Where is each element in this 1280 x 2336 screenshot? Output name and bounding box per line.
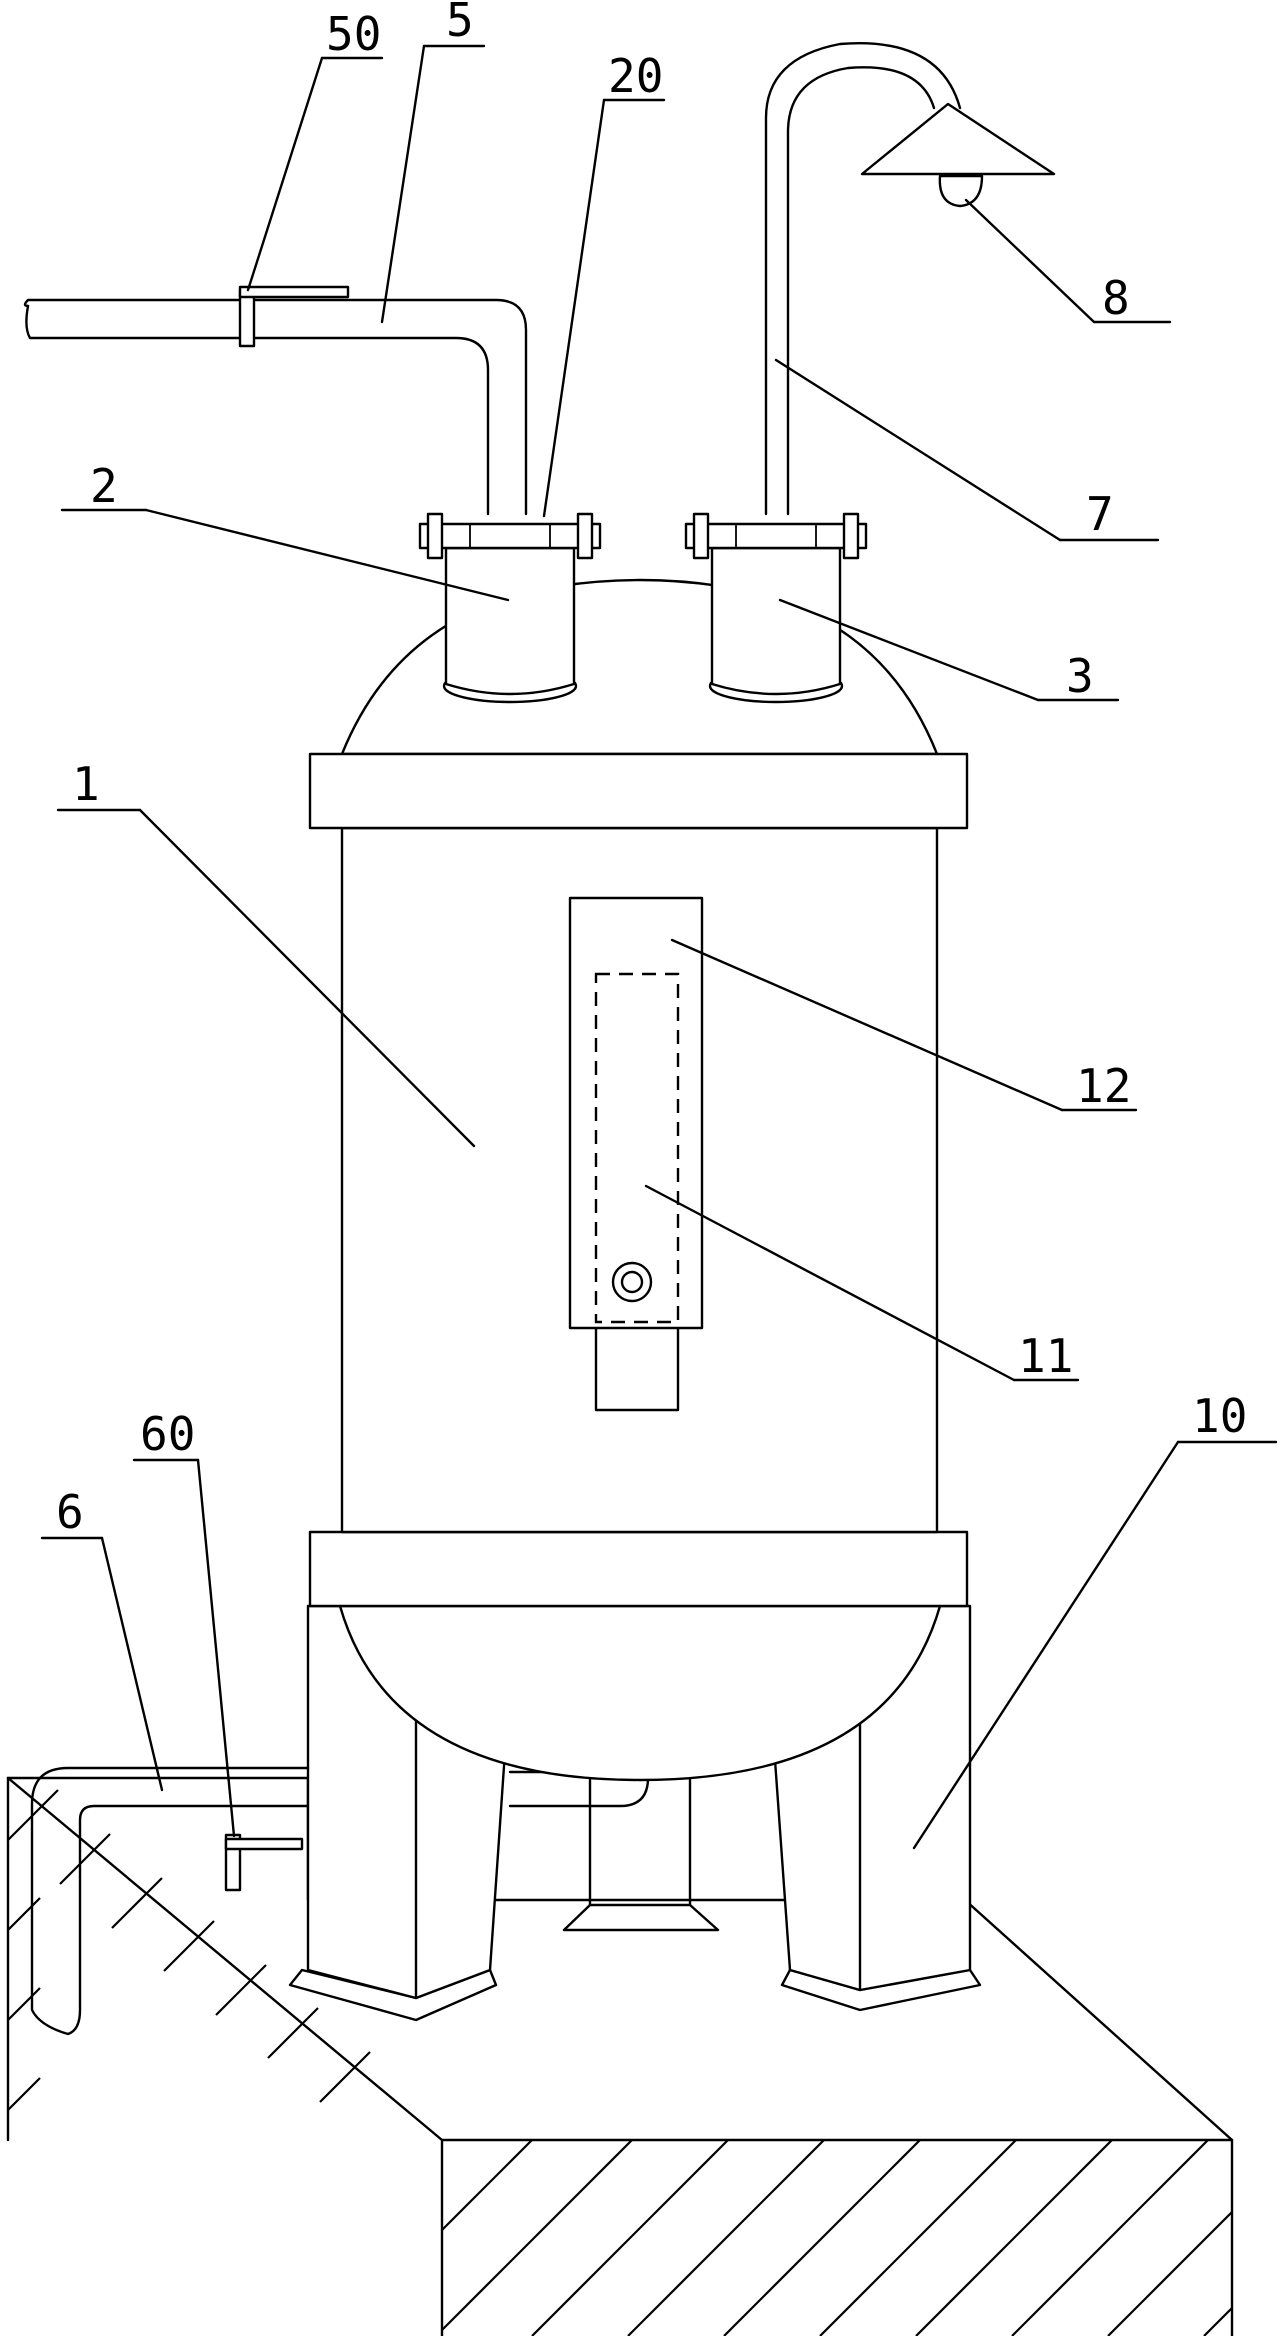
label-8: 8: [1102, 271, 1130, 325]
exhaust-pipe-7: [764, 42, 962, 516]
label-20: 20: [608, 49, 663, 103]
label-10: 10: [1192, 1389, 1247, 1443]
label-11: 11: [1018, 1329, 1073, 1383]
exhaust-port-3: [684, 512, 868, 704]
label-5: 5: [446, 0, 474, 47]
label-7: 7: [1086, 487, 1114, 541]
label-3: 3: [1066, 649, 1094, 703]
inlet-port-2: [418, 512, 602, 704]
label-6: 6: [56, 1485, 84, 1539]
leader-lines: [40, 44, 1278, 1850]
label-60: 60: [140, 1407, 195, 1461]
ground-hatch: [7, 1789, 1233, 2336]
outlet-pipe-6: [30, 1766, 313, 2036]
reference-numerals: 50 5 20 2 3 7 8 1 12 11 10 60 6: [56, 0, 1247, 1539]
inlet-pipe-5: [23, 285, 528, 516]
valve-60: [224, 1833, 304, 1892]
label-2: 2: [90, 459, 118, 513]
level-gauge-12: [568, 896, 704, 1412]
ground-base: [6, 1776, 1234, 2336]
label-12: 12: [1076, 1059, 1131, 1113]
hood-lamp-8: [860, 102, 1056, 208]
label-50: 50: [326, 7, 381, 61]
tank-bottom: [308, 1530, 969, 1782]
label-1: 1: [72, 757, 100, 811]
